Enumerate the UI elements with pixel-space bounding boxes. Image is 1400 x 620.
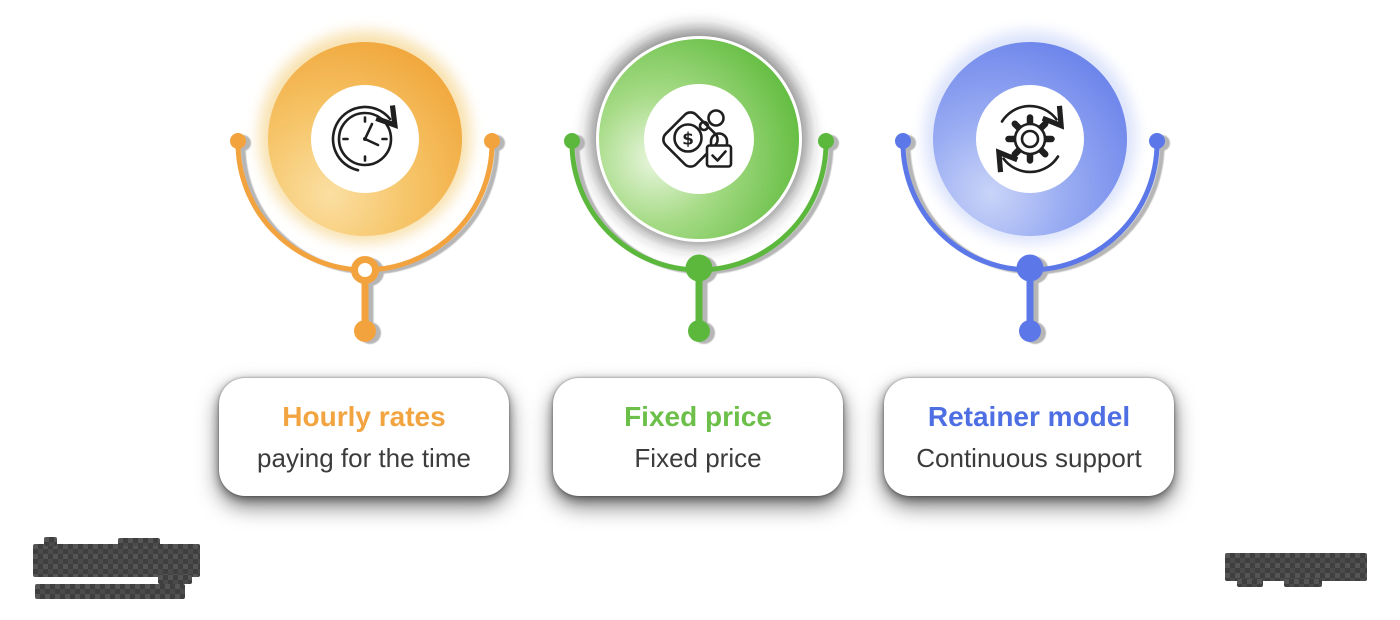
card-subtitle: Continuous support <box>916 442 1142 473</box>
right-logo-wordmark <box>1225 553 1367 581</box>
left-logo-wordmark <box>33 544 200 577</box>
column-retainer-model <box>880 0 1180 360</box>
dollar-glyph: $ <box>682 130 694 150</box>
card-subtitle: Fixed price <box>634 442 762 473</box>
arc-endpoint-right <box>818 133 834 149</box>
hook-connector <box>564 133 834 342</box>
arc-endpoint-left <box>895 133 911 149</box>
connector-end-dot <box>354 320 376 342</box>
arc-endpoint-left <box>230 133 246 149</box>
price-tag-lock-icon: $ <box>662 109 733 168</box>
card-fixed-price: Fixed price Fixed price <box>553 378 843 496</box>
hook-connector <box>230 133 500 342</box>
column-hourly-rates <box>215 0 515 360</box>
left-logo-ascender <box>44 537 57 546</box>
column-fixed-price: $ <box>549 0 849 360</box>
connector-node <box>685 254 713 282</box>
clock-history-icon <box>331 105 398 172</box>
left-logo-descender <box>158 575 192 584</box>
right-logo-descender <box>1284 579 1322 587</box>
arc-endpoint-left <box>564 133 580 149</box>
gear-cycle-icon <box>995 104 1065 174</box>
connector-end-dot <box>1019 320 1041 342</box>
card-title: Retainer model <box>927 400 1131 432</box>
connector-end-dot <box>688 320 710 342</box>
left-logo-ascender <box>118 538 160 546</box>
card-retainer-model: Retainer model Continuous support <box>884 378 1174 496</box>
arc-endpoint-right <box>484 133 500 149</box>
retainer-ornament <box>895 31 1165 342</box>
connector-node <box>1016 254 1044 282</box>
fixed-ornament: $ <box>564 28 834 342</box>
left-logo-tagline <box>35 584 185 599</box>
card-title: Hourly rates <box>282 400 446 432</box>
connector-ring-node <box>351 256 379 284</box>
hook-connector <box>895 133 1165 342</box>
hourly-ornament <box>230 31 500 342</box>
card-hourly-rates: Hourly rates paying for the time <box>219 378 509 496</box>
right-logo-descender <box>1237 579 1263 587</box>
arc-endpoint-right <box>1149 133 1165 149</box>
card-title: Fixed price <box>624 400 772 432</box>
card-subtitle: paying for the time <box>257 442 471 473</box>
